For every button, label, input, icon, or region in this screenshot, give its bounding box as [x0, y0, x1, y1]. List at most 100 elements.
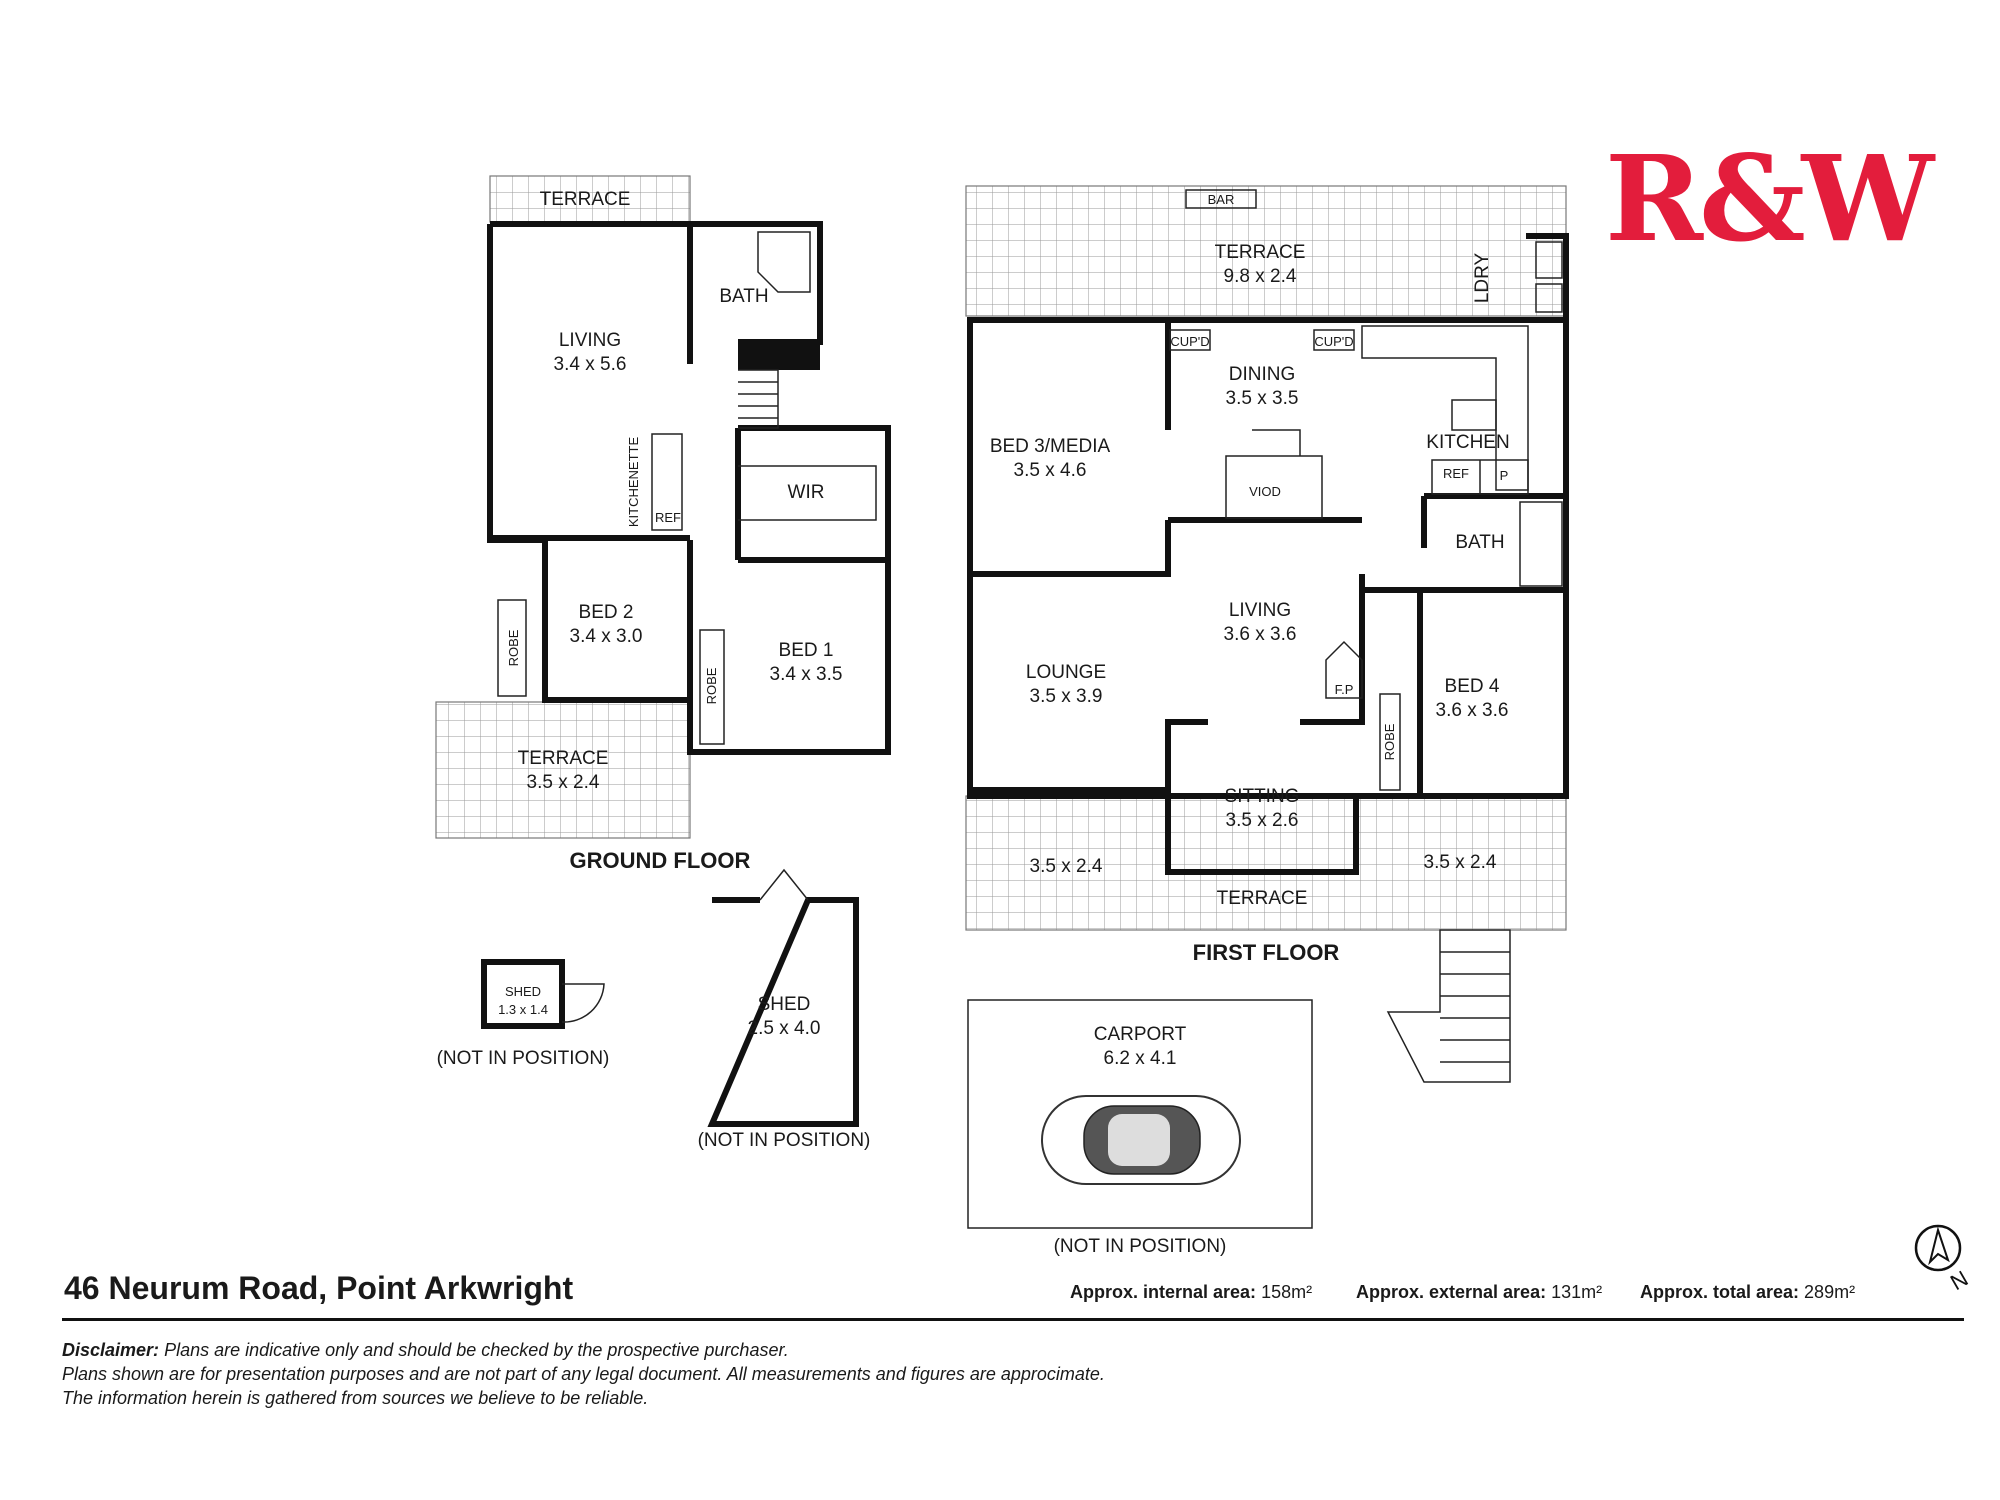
ff-terrace-top: [965, 185, 1567, 317]
total-area-label: Approx. total area:: [1640, 1282, 1800, 1302]
ff-terrace-bottom-label: TERRACE: [1217, 888, 1308, 909]
gf-shower: [757, 231, 811, 293]
gf-robe-1-label: ROBE: [704, 667, 719, 704]
gf-robe-2-label: ROBE: [506, 629, 521, 666]
ff-terrace-bottom: [965, 795, 1567, 931]
ff-living-walls: [1168, 517, 1365, 725]
ff-bed3-label: BED 3/MEDIA: [990, 436, 1111, 457]
total-area: Approx. total area: 289m²: [1640, 1282, 1855, 1303]
shed-small-label: SHED: [505, 984, 541, 999]
shed-large-size: 2.5 x 4.0: [748, 1018, 821, 1039]
ff-outer-walls: [967, 317, 1569, 799]
disclaimer-line-2: Plans shown are for presentation purpose…: [62, 1364, 1105, 1384]
ff-ldry-walls: [1526, 233, 1569, 320]
disclaimer-line-1: Plans are indicative only and should be …: [164, 1340, 789, 1360]
gf-living-size: 3.4 x 5.6: [554, 354, 627, 375]
gf-bed2-size: 3.4 x 3.0: [570, 626, 643, 647]
ff-kitchen-label: KITCHEN: [1426, 432, 1509, 453]
compass-label: N: [1946, 1266, 1972, 1296]
ff-pantry-label: P: [1500, 468, 1509, 483]
shed-large-note: (NOT IN POSITION): [698, 1130, 871, 1151]
ff-bed3-size: 3.5 x 4.6: [1014, 460, 1087, 481]
shed-small-size: 1.3 x 1.4: [498, 1002, 548, 1017]
shed-small-door: [561, 983, 605, 1023]
ff-bed4-label: BED 4: [1445, 676, 1500, 697]
ff-terrace-right-size: 3.5 x 2.4: [1424, 852, 1497, 873]
carport-size: 6.2 x 4.1: [1104, 1048, 1177, 1069]
brand-logo: R&W: [1605, 129, 1934, 268]
ff-lounge-size: 3.5 x 3.9: [1030, 686, 1103, 707]
ff-bed4-walls: [1362, 587, 1566, 796]
ff-living-size: 3.6 x 3.6: [1224, 624, 1297, 645]
gf-wir-label: WIR: [788, 482, 825, 503]
shed-large-label: SHED: [758, 994, 811, 1015]
gf-terrace-bottom-size: 3.5 x 2.4: [527, 772, 600, 793]
disclaimer-line-3: The information herein is gathered from …: [62, 1388, 649, 1408]
ff-cupd-1: [1169, 329, 1211, 351]
gf-wir-inner: [738, 465, 877, 521]
ff-sitting-label: SITTING: [1225, 786, 1300, 807]
ff-bed3-walls: [970, 320, 1171, 577]
ff-terrace-left-size: 3.5 x 2.4: [1030, 856, 1103, 877]
ff-bath-walls: [1421, 493, 1566, 548]
carport-label: CARPORT: [1094, 1024, 1187, 1045]
ff-ref-pantry: [1431, 459, 1529, 495]
carport-outline: [967, 999, 1313, 1229]
ff-viod: [1225, 429, 1323, 519]
property-address: 46 Neurum Road, Point Arkwright: [64, 1270, 574, 1306]
ff-terrace-top-size: 9.8 x 2.4: [1224, 266, 1297, 287]
shed-large-walls: [707, 897, 859, 1127]
internal-area-value: 158m²: [1261, 1282, 1313, 1302]
ff-ref-label: REF: [1443, 466, 1469, 481]
outbuildings: SHED 1.3 x 1.4 (NOT IN POSITION) SHED 2.…: [437, 868, 1313, 1257]
ff-shower: [1519, 501, 1563, 587]
ff-laundry-units: [1535, 241, 1563, 313]
ff-dining-size: 3.5 x 3.5: [1226, 388, 1299, 409]
ff-lounge-label: LOUNGE: [1026, 662, 1106, 683]
ff-terrace-top-label: TERRACE: [1215, 242, 1306, 263]
gf-terrace-top-label: TERRACE: [540, 189, 631, 210]
first-floor-plan: BAR TERRACE 9.8 x 2.4 LDRY CUP'D CUP'D D…: [965, 185, 1569, 1083]
gf-terrace-top: [489, 175, 691, 223]
internal-area-label: Approx. internal area:: [1070, 1282, 1257, 1302]
ff-terrace-bottom-walls: [1165, 722, 1359, 875]
shed-small-note: (NOT IN POSITION): [437, 1048, 610, 1069]
ff-kitchen-bench: [1361, 325, 1529, 491]
disclaimer: Disclaimer: Plans are indicative only an…: [62, 1338, 1105, 1410]
gf-bath-wall-solid: [738, 342, 820, 370]
gf-kitchenette-bench: [651, 433, 683, 531]
gf-robe-2: [497, 599, 527, 697]
total-area-value: 289m²: [1804, 1282, 1856, 1302]
external-area-value: 131m²: [1551, 1282, 1603, 1302]
ff-bath-label: BATH: [1455, 532, 1504, 553]
shed-large-door: [759, 868, 809, 901]
ff-external-stairs: [1386, 929, 1511, 1083]
gf-bed2-label: BED 2: [579, 602, 634, 623]
gf-wir-walls: [735, 425, 891, 560]
ff-ldry-label: LDRY: [1472, 253, 1493, 304]
gf-robe-1: [699, 629, 725, 745]
ff-bar: [1185, 189, 1257, 209]
ff-living-label: LIVING: [1229, 600, 1291, 621]
ff-cupd-2: [1313, 329, 1355, 351]
footer-divider: [62, 1318, 1964, 1321]
gf-terrace-bottom: [435, 701, 691, 839]
ff-fireplace: [1325, 640, 1363, 699]
ff-title: FIRST FLOOR: [1193, 940, 1340, 965]
car-icon: [1041, 1095, 1241, 1185]
gf-terrace-bottom-label: TERRACE: [518, 748, 609, 769]
gf-bed1-size: 3.4 x 3.5: [770, 664, 843, 685]
external-area-label: Approx. external area:: [1356, 1282, 1547, 1302]
internal-area: Approx. internal area: 158m²: [1070, 1282, 1312, 1303]
ff-robe-4: [1379, 693, 1401, 791]
ff-dining-label: DINING: [1229, 364, 1296, 385]
ff-robe-4-label: ROBE: [1382, 723, 1397, 760]
ff-lounge-walls: [970, 719, 1208, 793]
gf-ref-label: REF: [655, 510, 681, 525]
ff-sitting-size: 3.5 x 2.6: [1226, 810, 1299, 831]
ff-cupd-1-label: CUP'D: [1170, 334, 1209, 349]
ff-bed4-size: 3.6 x 3.6: [1436, 700, 1509, 721]
gf-bed1-walls: [687, 557, 891, 755]
ff-viod-label: VIOD: [1249, 484, 1281, 499]
